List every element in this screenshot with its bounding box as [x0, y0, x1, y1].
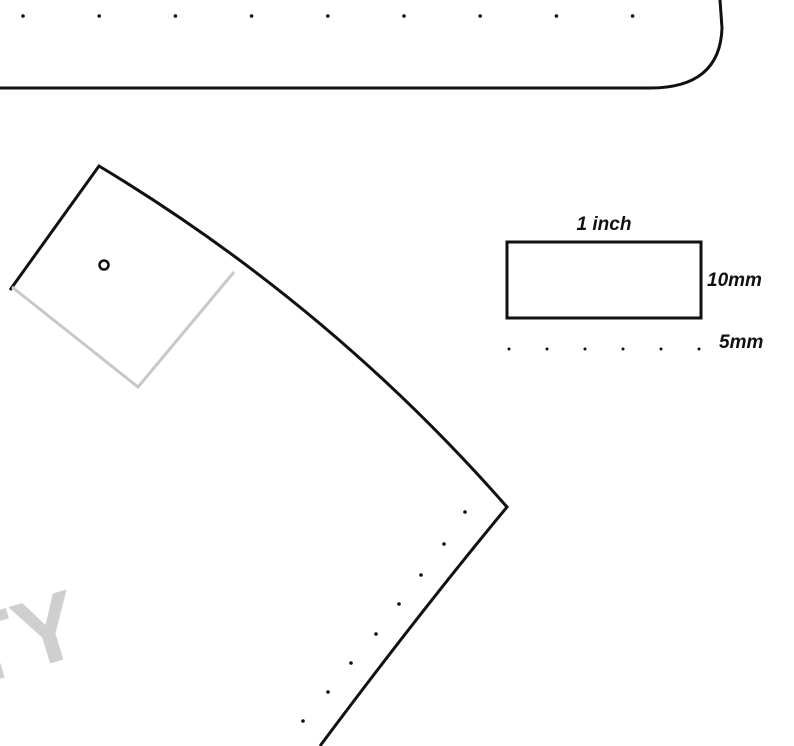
- stitch-hole: [249, 14, 254, 18]
- stitch-hole: [349, 661, 353, 665]
- stitch-hole: [419, 573, 423, 577]
- fan-stitch-holes: [301, 510, 467, 723]
- scale-rectangle: [505, 240, 703, 320]
- stitch-hole: [463, 510, 467, 514]
- watermark-text: TY: [0, 570, 93, 708]
- scale-width-label: 1 inch: [577, 214, 632, 235]
- strap-piece: [0, 0, 724, 90]
- strap-outline: [0, 0, 724, 90]
- stitch-hole: [301, 719, 305, 723]
- stitch-hole: [402, 14, 406, 18]
- fan-outline: [8, 164, 509, 746]
- stitch-hole: [554, 14, 559, 18]
- stitch-hole: [621, 347, 625, 351]
- stitch-hole: [173, 14, 178, 18]
- stitch-hole: [659, 347, 663, 351]
- stitch-hole: [478, 14, 483, 18]
- rivet-hole: [98, 259, 110, 271]
- strap-stitch-holes: [21, 14, 635, 18]
- stitch-hole: [97, 14, 101, 18]
- spacing-reference-holes: [507, 347, 701, 351]
- corner-guide-line: [11, 271, 236, 390]
- hole-spacing-label: 5mm: [719, 332, 763, 353]
- scale-reference: 1 inch 10mm 5mm: [505, 214, 763, 353]
- stitch-hole: [326, 14, 330, 18]
- stitch-hole: [630, 14, 635, 18]
- stitch-hole: [583, 347, 587, 351]
- stitch-hole: [545, 347, 549, 351]
- stitch-hole: [374, 632, 378, 636]
- stitch-hole: [507, 347, 511, 351]
- stitch-hole: [21, 14, 25, 18]
- stitch-hole: [697, 347, 701, 351]
- stitch-hole: [326, 690, 330, 694]
- scale-height-label: 10mm: [707, 270, 762, 291]
- fan-piece: [8, 164, 509, 746]
- stitch-hole: [442, 542, 446, 546]
- stitch-hole: [397, 602, 401, 606]
